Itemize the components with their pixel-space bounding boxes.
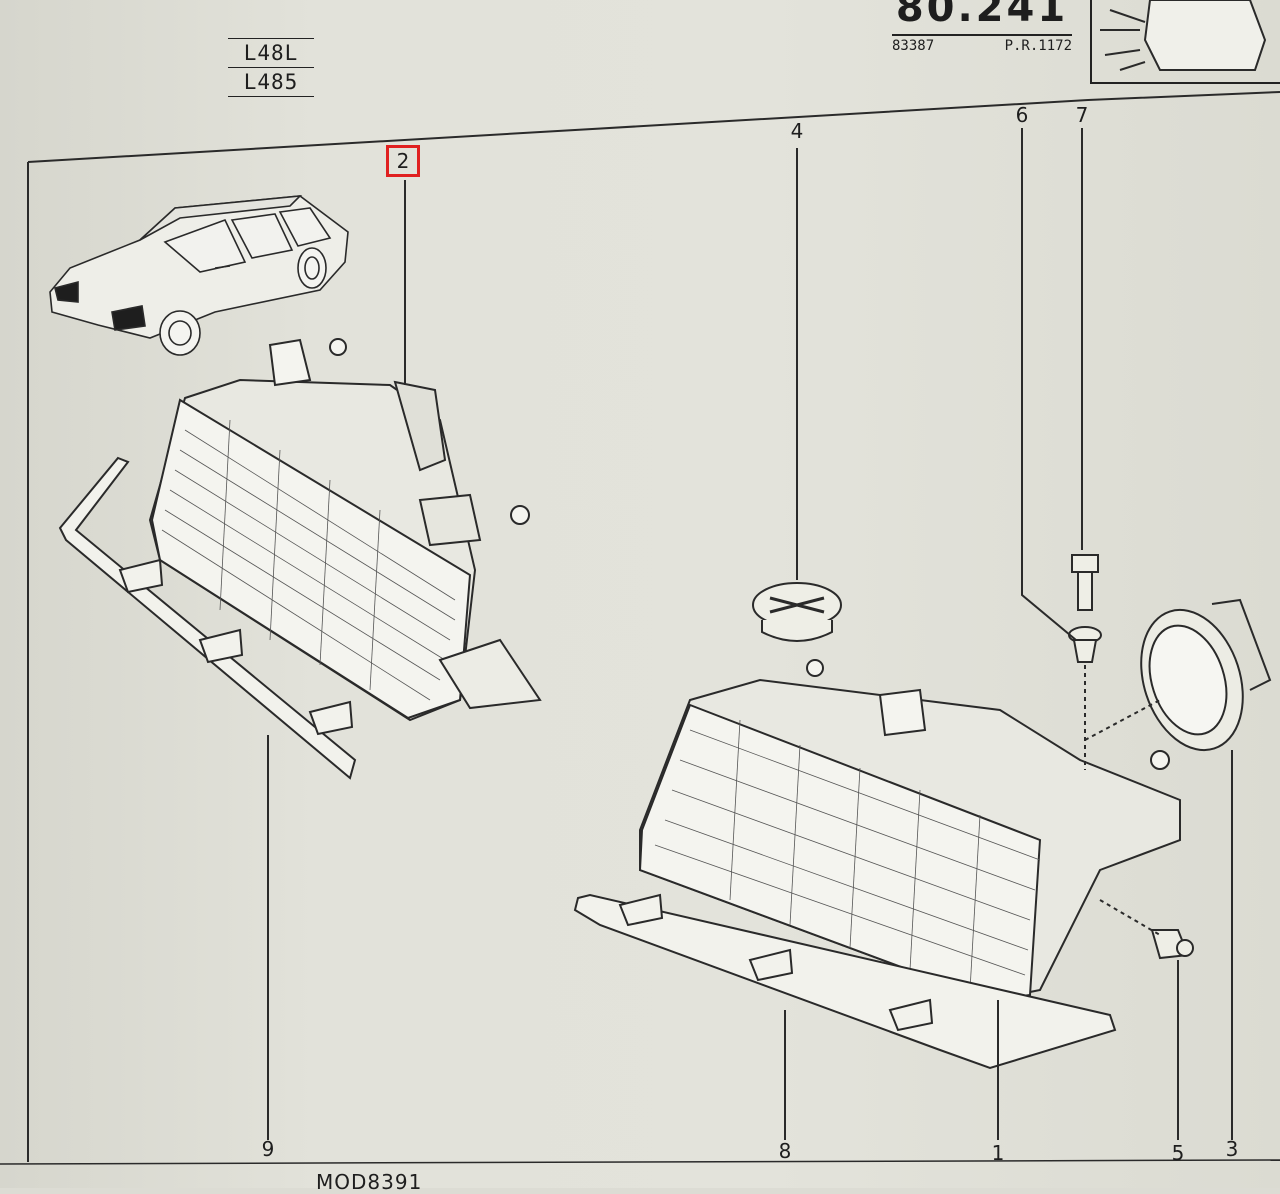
cap-4 — [752, 582, 842, 642]
vehicle-code-1: L48L — [243, 41, 299, 65]
reference-code: 83387 — [892, 38, 935, 54]
fastener-6-7 — [1068, 554, 1102, 663]
divider — [228, 96, 314, 97]
callout-3[interactable]: 3 — [1225, 1137, 1239, 1161]
headlamp-left — [148, 338, 542, 722]
reference-row: 83387 P.R.1172 — [892, 34, 1072, 54]
lamp-ring-3 — [1140, 598, 1272, 752]
callout-4[interactable]: 4 — [790, 119, 804, 143]
footer-rule — [0, 1159, 1280, 1165]
vehicle-code-2: L485 — [243, 70, 299, 94]
bulb-5 — [1150, 929, 1194, 960]
revision-code: P.R.1172 — [1004, 38, 1072, 54]
diagram-frame — [27, 91, 1280, 1162]
callout-5[interactable]: 5 — [1171, 1141, 1185, 1165]
page-reference: 80.241 83387 P.R.1172 — [892, 0, 1072, 54]
vehicle-code-box: L48L L485 — [228, 38, 314, 97]
callout-2[interactable]: 2 — [386, 145, 420, 177]
thumbnail-headlamp-icon — [1100, 0, 1267, 71]
trim-strip-8 — [573, 893, 1117, 1070]
callout-6[interactable]: 6 — [1015, 103, 1029, 127]
leader-lines — [267, 128, 1233, 1140]
callout-1[interactable]: 1 — [991, 1141, 1005, 1165]
page-number: 80.241 — [895, 0, 1069, 31]
headlamp-right — [638, 659, 1181, 1002]
callout-7[interactable]: 7 — [1075, 103, 1089, 127]
car-illustration — [49, 194, 349, 356]
callout-8[interactable]: 8 — [778, 1139, 792, 1163]
thumbnail-frame — [1090, 0, 1280, 84]
divider — [228, 38, 314, 39]
trim-strip-9 — [58, 456, 357, 780]
callout-9[interactable]: 9 — [261, 1137, 275, 1161]
footer-mod-text: MOD8391 — [316, 1170, 423, 1194]
divider — [228, 67, 314, 68]
